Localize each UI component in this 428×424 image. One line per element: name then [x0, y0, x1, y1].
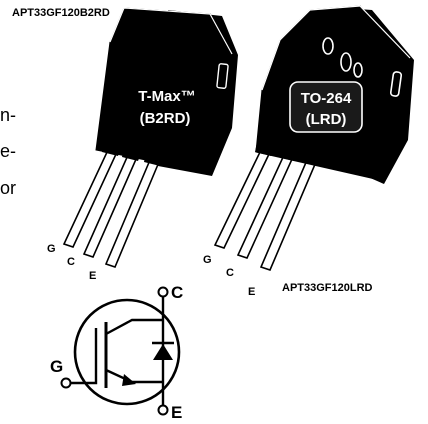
cropped-text-line-2: e- — [0, 141, 16, 161]
emitter-terminal — [157, 404, 169, 416]
pin-label-collector: C — [226, 267, 234, 279]
igbt-schematic-symbol: C G E — [50, 283, 183, 422]
emitter-label: E — [171, 403, 182, 422]
cropped-text-line-3: or — [0, 178, 16, 198]
mounting-hole — [340, 52, 352, 72]
lead-emitter — [259, 159, 318, 271]
package-name-line-1: T-Max™ — [138, 88, 196, 105]
package-tmax-b2rd: T-Max™ (B2RD) G C E — [47, 7, 238, 282]
diode-icon — [152, 341, 174, 360]
package-name-line-1: TO-264 — [301, 90, 352, 107]
pin-label-gate: G — [47, 243, 56, 255]
lead-collector — [236, 154, 295, 259]
lead-gate — [213, 149, 272, 249]
part-number-lrd: APT33GF120LRD — [282, 282, 373, 294]
collector-label: C — [171, 283, 183, 302]
package-label-panel — [289, 81, 363, 133]
pin-label-collector: C — [67, 256, 75, 268]
lead-emitter — [104, 159, 161, 268]
package-to264-lrd: TO-264 (LRD) G C E — [203, 5, 414, 298]
mounting-hole — [322, 37, 334, 55]
collector-terminal — [157, 286, 169, 298]
part-number-b2rd: APT33GF120B2RD — [12, 7, 110, 19]
symbol-circle — [73, 298, 181, 406]
mounting-hole — [353, 62, 363, 78]
pin-label-emitter: E — [89, 270, 96, 282]
cropped-body-text: n- e- or — [0, 105, 16, 198]
gate-label: G — [50, 357, 63, 376]
mounting-slot — [389, 71, 403, 97]
package-name-line-2: (B2RD) — [140, 110, 191, 127]
gate-terminal — [60, 377, 72, 389]
package-name-line-2: (LRD) — [306, 111, 347, 128]
pin-label-gate: G — [203, 254, 212, 266]
pin-label-emitter: E — [248, 286, 255, 298]
cropped-text-line-1: n- — [0, 105, 16, 125]
